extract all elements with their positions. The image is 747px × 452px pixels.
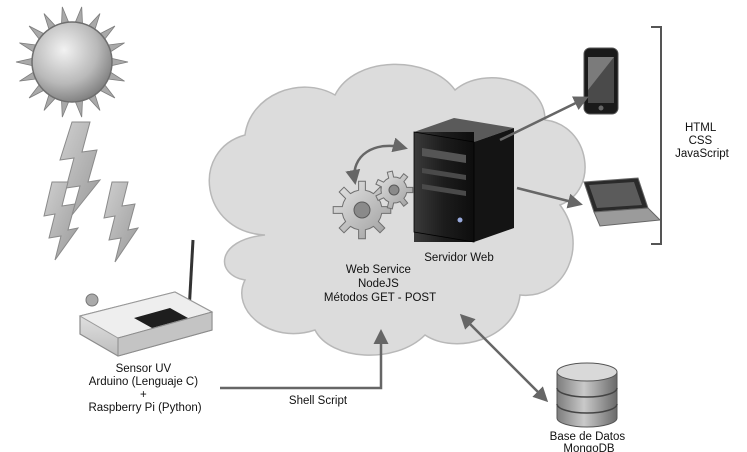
laptop-icon xyxy=(583,177,662,227)
sensor-line: Arduino (Lenguaje C) xyxy=(89,376,198,388)
web-service-line: NodeJS xyxy=(358,278,399,290)
frontend-label: HTML CSS JavaScript xyxy=(675,122,729,160)
web-service-line: Métodos GET - POST xyxy=(324,292,436,304)
sensor-line: Sensor UV xyxy=(116,363,172,375)
shell-script-label: Shell Script xyxy=(289,395,348,407)
frontend-line: JavaScript xyxy=(675,148,729,160)
sensor-label: Sensor UV Arduino (Lenguaje C) + Raspber… xyxy=(88,363,201,414)
arrow-shell-script xyxy=(220,329,389,390)
web-service-label: Web Service NodeJS Métodos GET - POST xyxy=(324,264,436,304)
arrow-server-laptop xyxy=(516,186,583,209)
sun-icon xyxy=(15,6,129,118)
database-line: Base de Datos xyxy=(550,431,626,443)
frontend-line: CSS xyxy=(689,135,713,147)
cloud-shape xyxy=(208,63,586,356)
gears-icon xyxy=(332,170,414,240)
arrow-gears-server xyxy=(345,137,408,185)
database-label: Base de Datos MongoDB xyxy=(550,431,629,452)
lightning-bolt-icon xyxy=(59,121,102,216)
frontend-bracket xyxy=(651,26,662,245)
frontend-line: HTML xyxy=(685,122,717,134)
lightning-bolt-icon xyxy=(103,181,140,263)
database-cylinder-icon xyxy=(556,362,618,428)
arrow-cloud-database xyxy=(459,313,549,403)
lightning-bolt-icon xyxy=(43,181,80,261)
arrow-server-phone xyxy=(499,96,589,142)
router-device-icon xyxy=(78,239,214,357)
web-service-line: Web Service xyxy=(346,264,411,276)
server-tower-icon xyxy=(413,118,514,243)
servidor-web-label: Servidor Web xyxy=(424,252,493,264)
sensor-line: + xyxy=(140,389,147,401)
smartphone-icon xyxy=(583,47,619,115)
database-line: MongoDB xyxy=(563,443,614,452)
sensor-line: Raspberry Pi (Python) xyxy=(88,402,201,414)
